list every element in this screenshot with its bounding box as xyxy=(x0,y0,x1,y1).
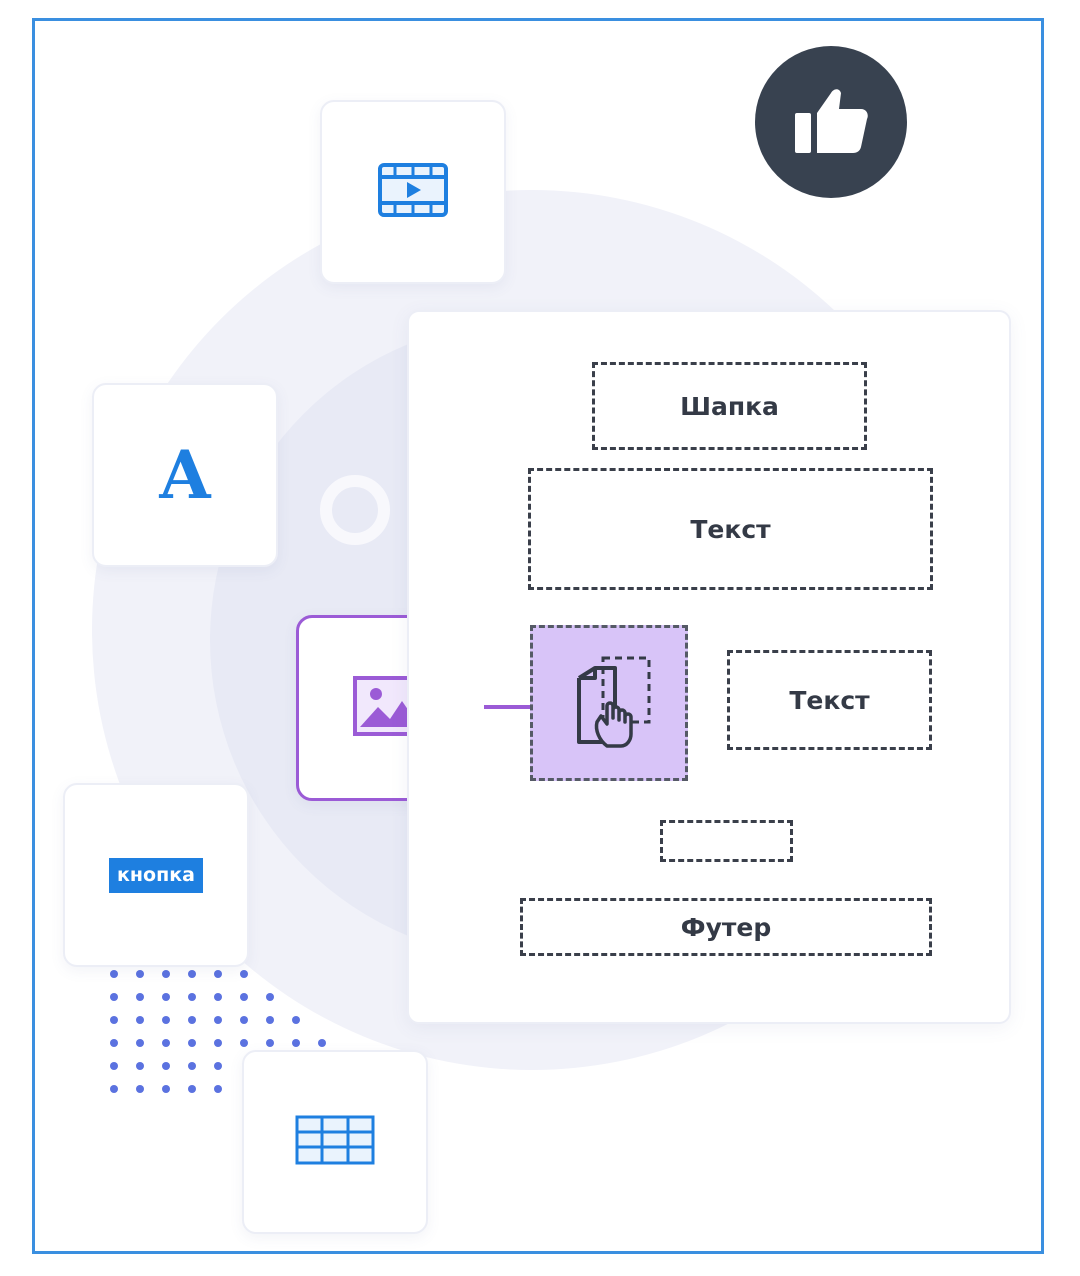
decorative-dot xyxy=(188,1085,196,1093)
font-letter-icon: A xyxy=(159,436,211,514)
table-grid-icon xyxy=(295,1115,375,1169)
decorative-dot xyxy=(136,1016,144,1024)
table-block-tile[interactable] xyxy=(242,1050,428,1234)
decorative-dot xyxy=(188,1039,196,1047)
thumbs-up-icon xyxy=(791,83,871,161)
decorative-dot xyxy=(162,1039,170,1047)
decorative-dot xyxy=(110,1039,118,1047)
decorative-dot xyxy=(240,1016,248,1024)
decorative-dot xyxy=(292,1039,300,1047)
drag-connector-line xyxy=(484,705,534,709)
drag-drop-hand-icon xyxy=(559,650,659,756)
drop-zone-slot[interactable] xyxy=(530,625,688,781)
decorative-dot xyxy=(318,1039,326,1047)
decorative-dot xyxy=(266,1039,274,1047)
decorative-dot xyxy=(136,1039,144,1047)
decorative-dot xyxy=(266,993,274,1001)
decorative-dot xyxy=(110,1062,118,1070)
text-slot-2[interactable]: Текст xyxy=(727,650,932,750)
decorative-dot xyxy=(214,970,222,978)
decorative-dot xyxy=(136,1062,144,1070)
decorative-dot xyxy=(136,993,144,1001)
header-slot-label: Шапка xyxy=(680,391,779,421)
decorative-dot xyxy=(214,993,222,1001)
decorative-dot-grid xyxy=(110,970,370,1100)
empty-slot[interactable] xyxy=(660,820,793,862)
decorative-dot xyxy=(110,1016,118,1024)
decorative-dot xyxy=(214,1039,222,1047)
decorative-dot xyxy=(240,970,248,978)
decorative-dot xyxy=(188,1016,196,1024)
decorative-dot xyxy=(162,1016,170,1024)
decorative-dot xyxy=(240,993,248,1001)
decorative-ring xyxy=(320,475,390,545)
like-badge xyxy=(755,46,907,198)
header-slot[interactable]: Шапка xyxy=(592,362,867,450)
decorative-dot xyxy=(266,1016,274,1024)
text-slot-2-label: Текст xyxy=(789,685,870,715)
button-icon: кнопка xyxy=(109,857,203,893)
decorative-dot xyxy=(292,1016,300,1024)
decorative-dot xyxy=(214,1016,222,1024)
button-block-tile[interactable]: кнопка xyxy=(63,783,249,967)
text-slot-1-label: Текст xyxy=(690,514,771,544)
decorative-dot xyxy=(188,993,196,1001)
decorative-dot xyxy=(214,1085,222,1093)
decorative-dot xyxy=(162,993,170,1001)
decorative-dot xyxy=(162,1062,170,1070)
decorative-dot xyxy=(110,1085,118,1093)
illustration-canvas: A кнопка xyxy=(35,21,1041,1251)
decorative-dot xyxy=(162,1085,170,1093)
video-film-icon xyxy=(377,162,449,222)
video-block-tile[interactable] xyxy=(320,100,506,284)
text-block-tile[interactable]: A xyxy=(92,383,278,567)
page-layout-panel xyxy=(407,310,1011,1024)
footer-slot[interactable]: Футер xyxy=(520,898,932,956)
decorative-dot xyxy=(162,970,170,978)
decorative-dot xyxy=(136,1085,144,1093)
decorative-dot xyxy=(110,970,118,978)
decorative-dot xyxy=(188,1062,196,1070)
footer-slot-label: Футер xyxy=(680,912,772,942)
decorative-dot xyxy=(188,970,196,978)
decorative-dot xyxy=(136,970,144,978)
text-slot-1[interactable]: Текст xyxy=(528,468,933,590)
decorative-dot xyxy=(240,1039,248,1047)
decorative-dot xyxy=(214,1062,222,1070)
decorative-dot xyxy=(110,993,118,1001)
